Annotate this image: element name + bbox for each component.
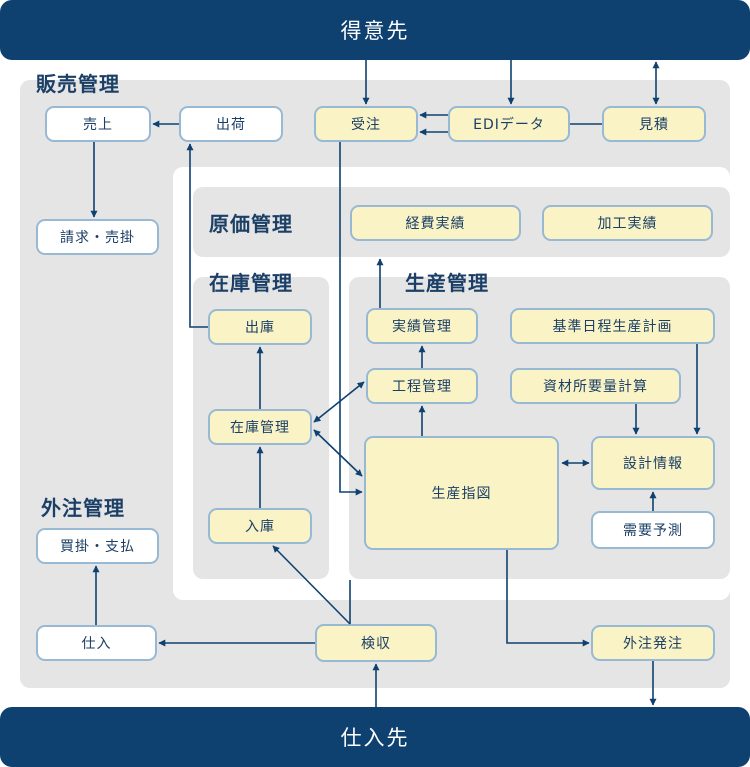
supplier-bar: 仕入先 [0,707,750,767]
node-seikyu: 請求・売掛 [36,219,159,255]
node-shizai: 資材所要量計算 [510,368,681,404]
arrow-shukko-to-shukka [186,143,208,328]
node-kenshu: 検収 [315,624,437,662]
node-zaiko: 在庫管理 [208,409,312,445]
node-shukko: 出庫 [208,309,312,345]
node-edi: EDIデータ [448,106,570,142]
section-title-production: 生産管理 [405,271,489,295]
arrow-zaiko-koutei [313,381,365,423]
section-title-cost: 原価管理 [209,212,293,236]
node-sekkei: 設計情報 [591,436,715,490]
node-nyuko: 入庫 [208,508,312,544]
node-juyo: 需要予測 [591,511,715,549]
node-juchu: 受注 [314,106,418,142]
node-uriage: 売上 [45,106,151,142]
node-kijun: 基準日程生産計画 [510,308,715,344]
node-shiji: 生産指図 [364,436,559,550]
customer-label: 得意先 [340,19,410,43]
supplier-label: 仕入先 [340,726,410,750]
node-shukka: 出荷 [179,106,283,142]
arrow-juchu-to-shiji [339,142,363,496]
section-title-inventory: 在庫管理 [209,271,293,295]
node-kaikake: 買掛・支払 [36,528,159,564]
node-mitsumori: 見積 [602,106,706,142]
arrow-shiji-to-gaichu [506,550,590,647]
customer-bar: 得意先 [0,0,750,60]
section-title-sales: 販売管理 [36,72,120,96]
section-title-outsourcing: 外注管理 [41,496,125,520]
node-koutei: 工程管理 [366,368,478,404]
arrow-zaiko-shiji [313,429,363,477]
node-kako: 加工実績 [542,205,713,241]
node-shiire: 仕入 [36,625,157,661]
node-jisseki: 実績管理 [366,308,478,344]
node-keihi: 経費実績 [350,205,521,241]
arrow-kenshu-to-nyuko [272,545,351,625]
node-gaichu: 外注発注 [591,625,715,661]
